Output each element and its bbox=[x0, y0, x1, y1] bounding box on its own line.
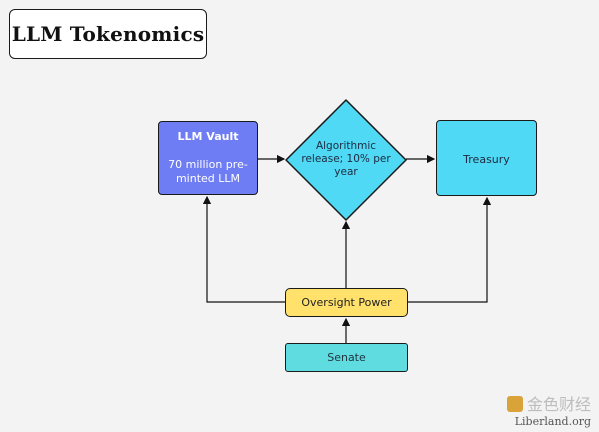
watermark-site: Liberland.org bbox=[514, 415, 591, 428]
oversight-power-node: Oversight Power bbox=[285, 288, 408, 317]
release-label: Algorithmic release; 10% per year bbox=[301, 140, 391, 178]
title-box: LLM Tokenomics bbox=[9, 9, 207, 59]
watermark-brand: 金色财经 bbox=[526, 395, 591, 414]
treasury-node: Treasury bbox=[436, 120, 537, 196]
treasury-label: Treasury bbox=[463, 153, 510, 166]
senate-node: Senate bbox=[285, 343, 408, 372]
arrow-oversight-to-treasury bbox=[408, 196, 492, 303]
oversight-label: Oversight Power bbox=[301, 295, 392, 309]
arrow-oversight-to-vault bbox=[202, 195, 285, 303]
vault-body: 70 million pre-minted LLM bbox=[168, 158, 248, 185]
brand-logo-icon bbox=[506, 396, 523, 412]
llm-vault-node: LLM Vault 70 million pre-minted LLM bbox=[158, 121, 258, 195]
watermark: 金色财经 Liberland.org bbox=[506, 391, 591, 428]
diagram-title: LLM Tokenomics bbox=[11, 22, 205, 46]
vault-title: LLM Vault bbox=[177, 130, 239, 143]
senate-label: Senate bbox=[327, 350, 366, 364]
release-diamond bbox=[285, 99, 407, 221]
